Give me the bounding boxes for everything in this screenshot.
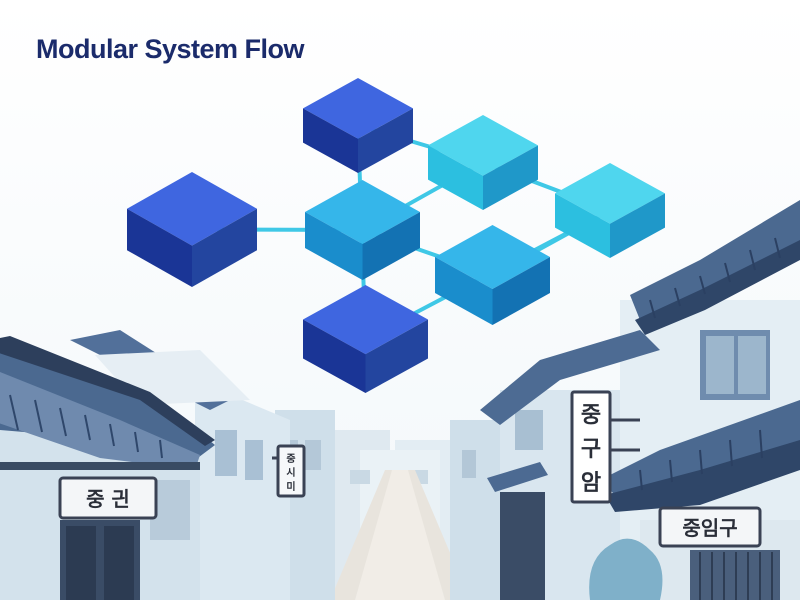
right-vertical-sign: 중 구 암 — [570, 390, 640, 504]
left-hanging-sign-char-2: 시 — [286, 467, 295, 479]
cube-left-face — [428, 145, 483, 210]
modular-diagram — [127, 78, 665, 393]
diagram-node-n5 — [435, 225, 550, 325]
cube-left-face — [305, 212, 363, 280]
cube-right-face — [610, 193, 665, 258]
cube-right-face — [483, 145, 538, 210]
right-building-sign: 중임구 — [658, 506, 762, 548]
cube-right-face — [365, 319, 428, 393]
right-vertical-sign-char-1: 중 — [581, 403, 601, 428]
diagram-node-n1 — [127, 172, 257, 287]
cube-left-face — [303, 319, 366, 393]
cube-left-face — [303, 108, 358, 173]
left-building-sign-text: 중 긘 — [86, 487, 130, 511]
right-vertical-sign-char-3: 암 — [581, 471, 601, 496]
cube-right-face — [358, 108, 413, 173]
diagram-node-n7 — [303, 285, 428, 393]
right-building-sign-text: 중임구 — [682, 516, 737, 540]
diagram-node-n6 — [555, 163, 665, 258]
page-title: Modular System Flow — [36, 34, 305, 64]
cube-left-face — [435, 257, 493, 325]
cube-right-face — [492, 257, 550, 325]
cube-top-face — [303, 78, 413, 139]
right-vertical-sign-char-2: 구 — [581, 437, 601, 462]
left-building-sign: 중 긘 — [58, 476, 158, 520]
diagram-node-n4 — [428, 115, 538, 210]
cube-top-face — [555, 163, 665, 224]
left-hanging-sign: 중 시 미 — [272, 444, 306, 498]
cube-left-face — [555, 193, 610, 258]
cube-left-face — [127, 208, 192, 287]
diagram-node-n2 — [303, 78, 413, 173]
cube-top-face — [428, 115, 538, 176]
left-hanging-sign-char-3: 미 — [286, 480, 295, 493]
cube-right-face — [192, 208, 257, 287]
cube-right-face — [362, 212, 420, 280]
right-buildings — [450, 200, 800, 600]
diagram-nodes — [127, 78, 665, 393]
diagram-node-n3 — [305, 180, 420, 280]
left-hanging-sign-char-1: 중 — [286, 453, 295, 465]
cube-top-face — [127, 172, 257, 246]
